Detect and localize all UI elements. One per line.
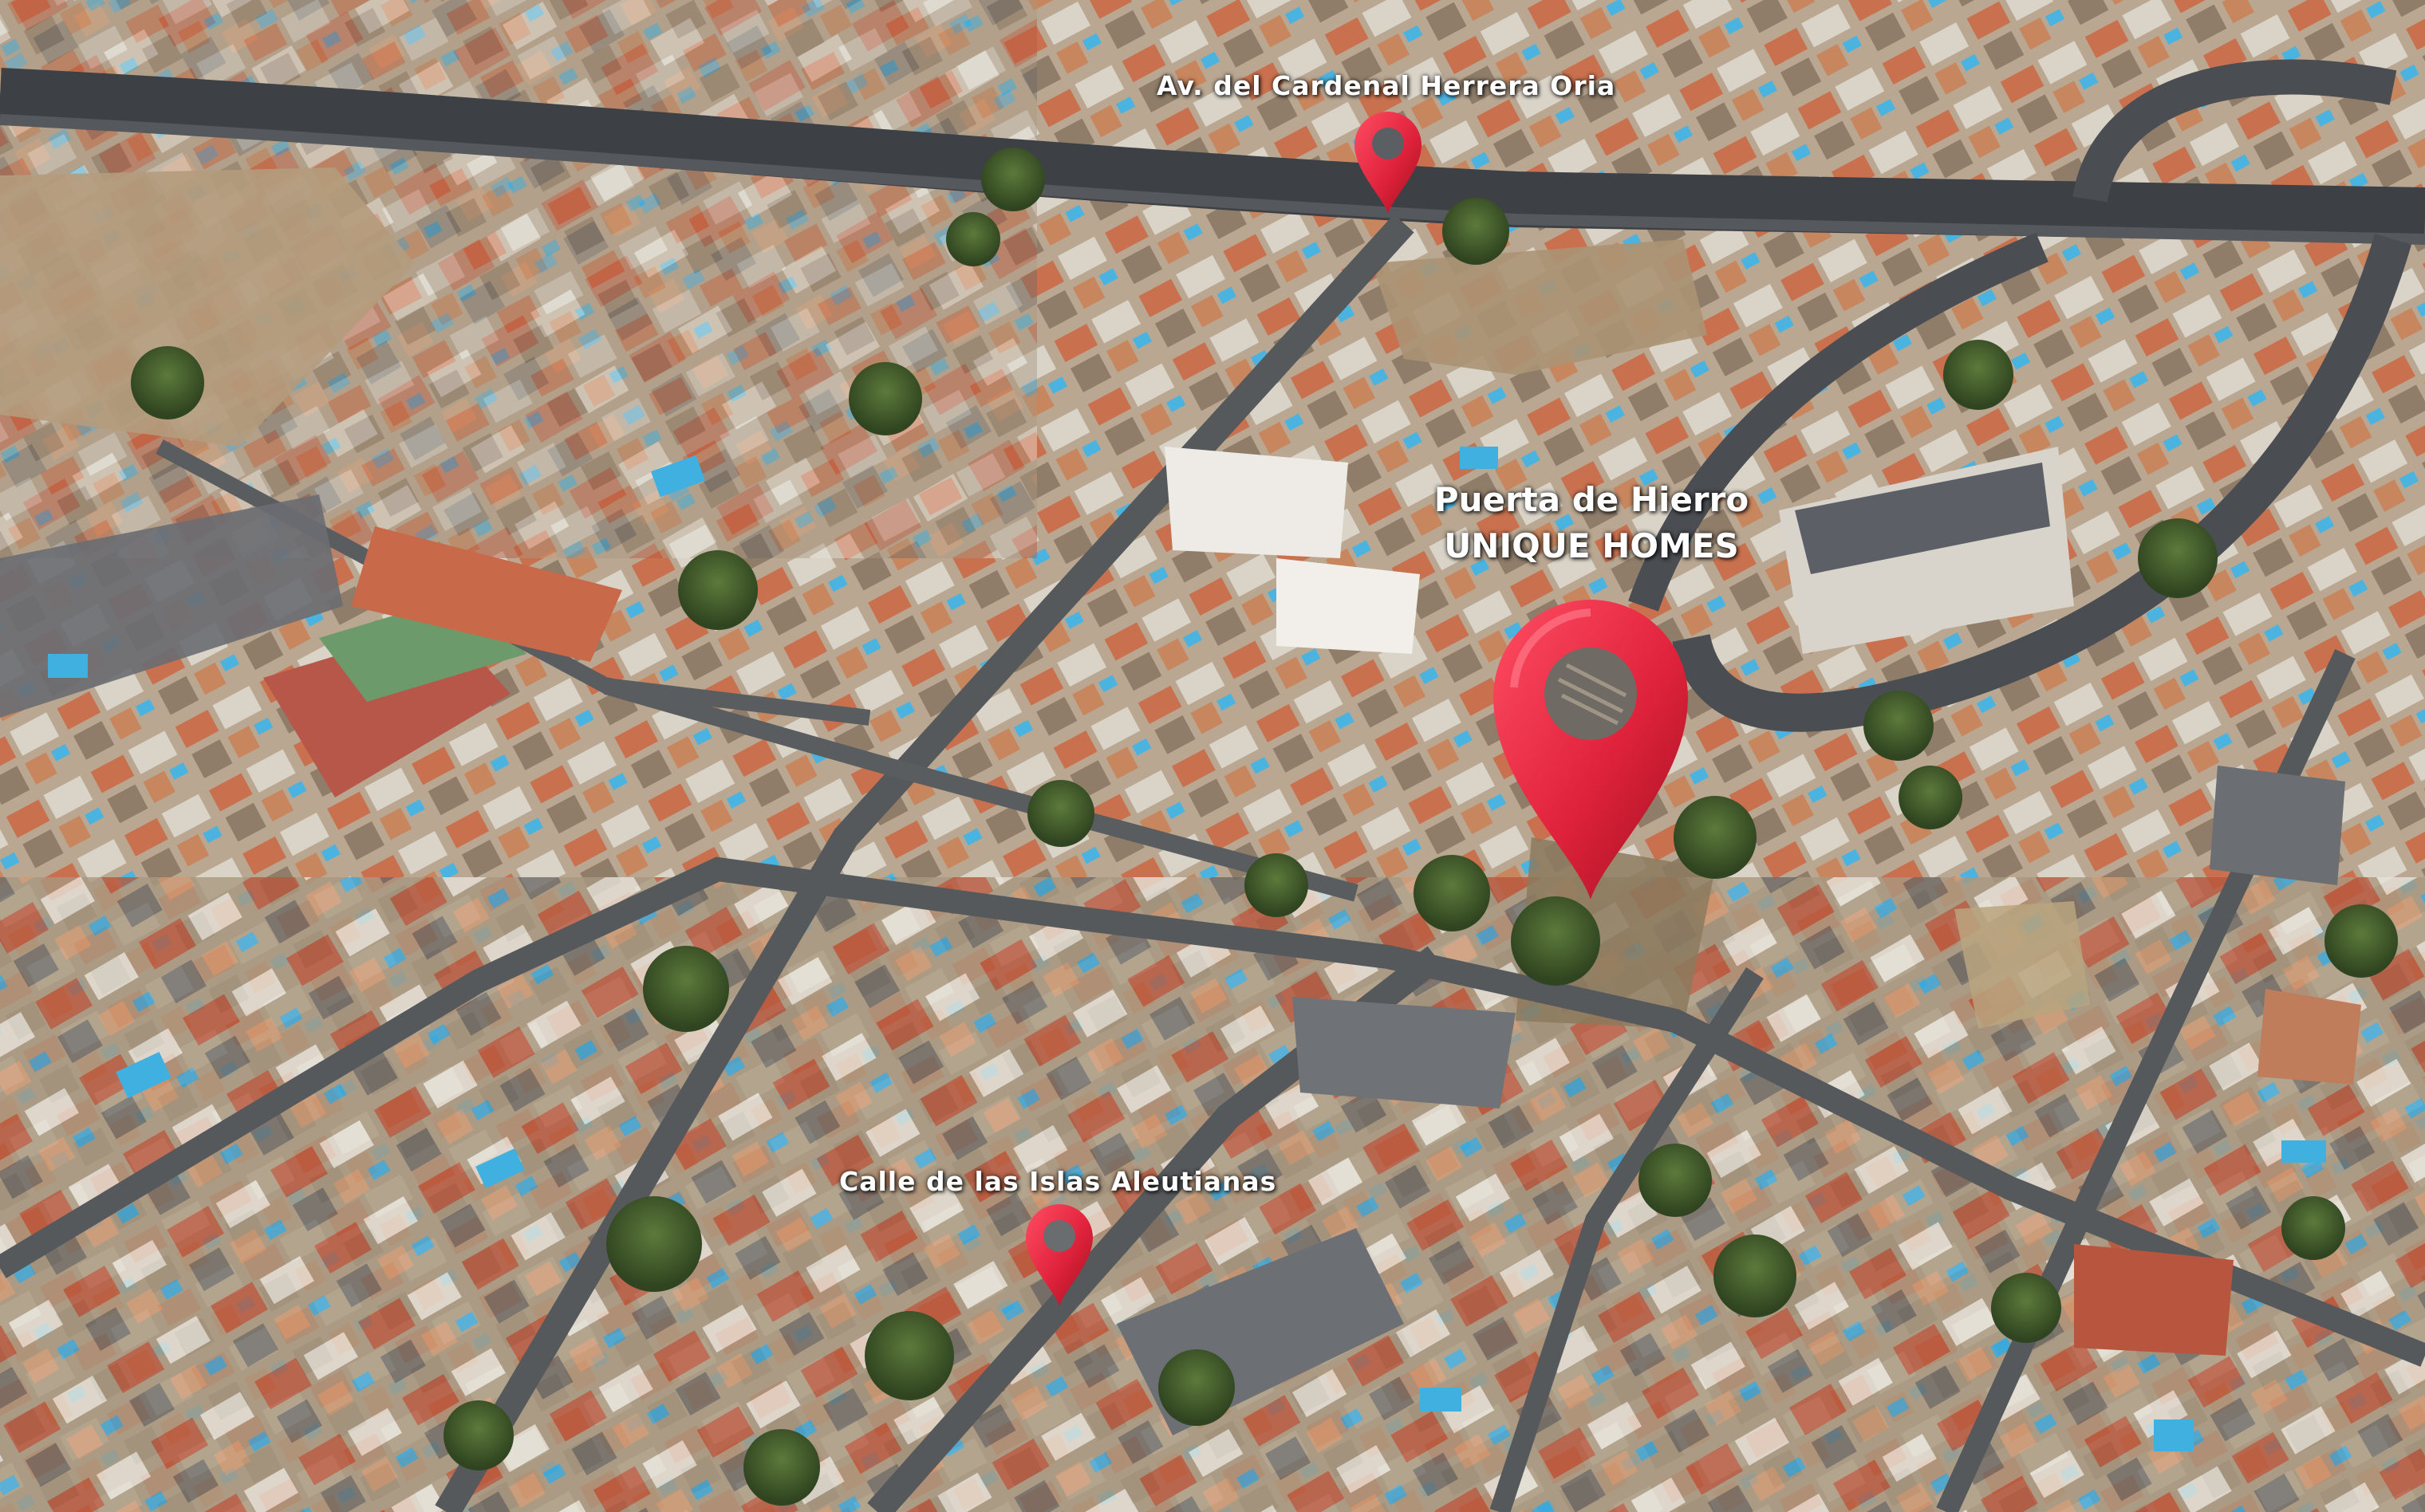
map-pin-icon-north[interactable]: [1350, 108, 1426, 214]
street-label-islas-aleutianas: Calle de las Islas Aleutianas: [839, 1166, 1277, 1197]
map-pin-icon-property[interactable]: [1482, 592, 1699, 900]
property-label-line-1: Puerta de Hierro: [1433, 480, 1749, 519]
property-label-line-2: UNIQUE HOMES: [1444, 526, 1739, 565]
property-label: Puerta de Hierro UNIQUE HOMES: [1404, 477, 1779, 569]
map-pin-icon-south[interactable]: [1021, 1201, 1098, 1306]
street-label-cardenal-herrera-oria: Av. del Cardenal Herrera Oria: [1157, 70, 1616, 101]
